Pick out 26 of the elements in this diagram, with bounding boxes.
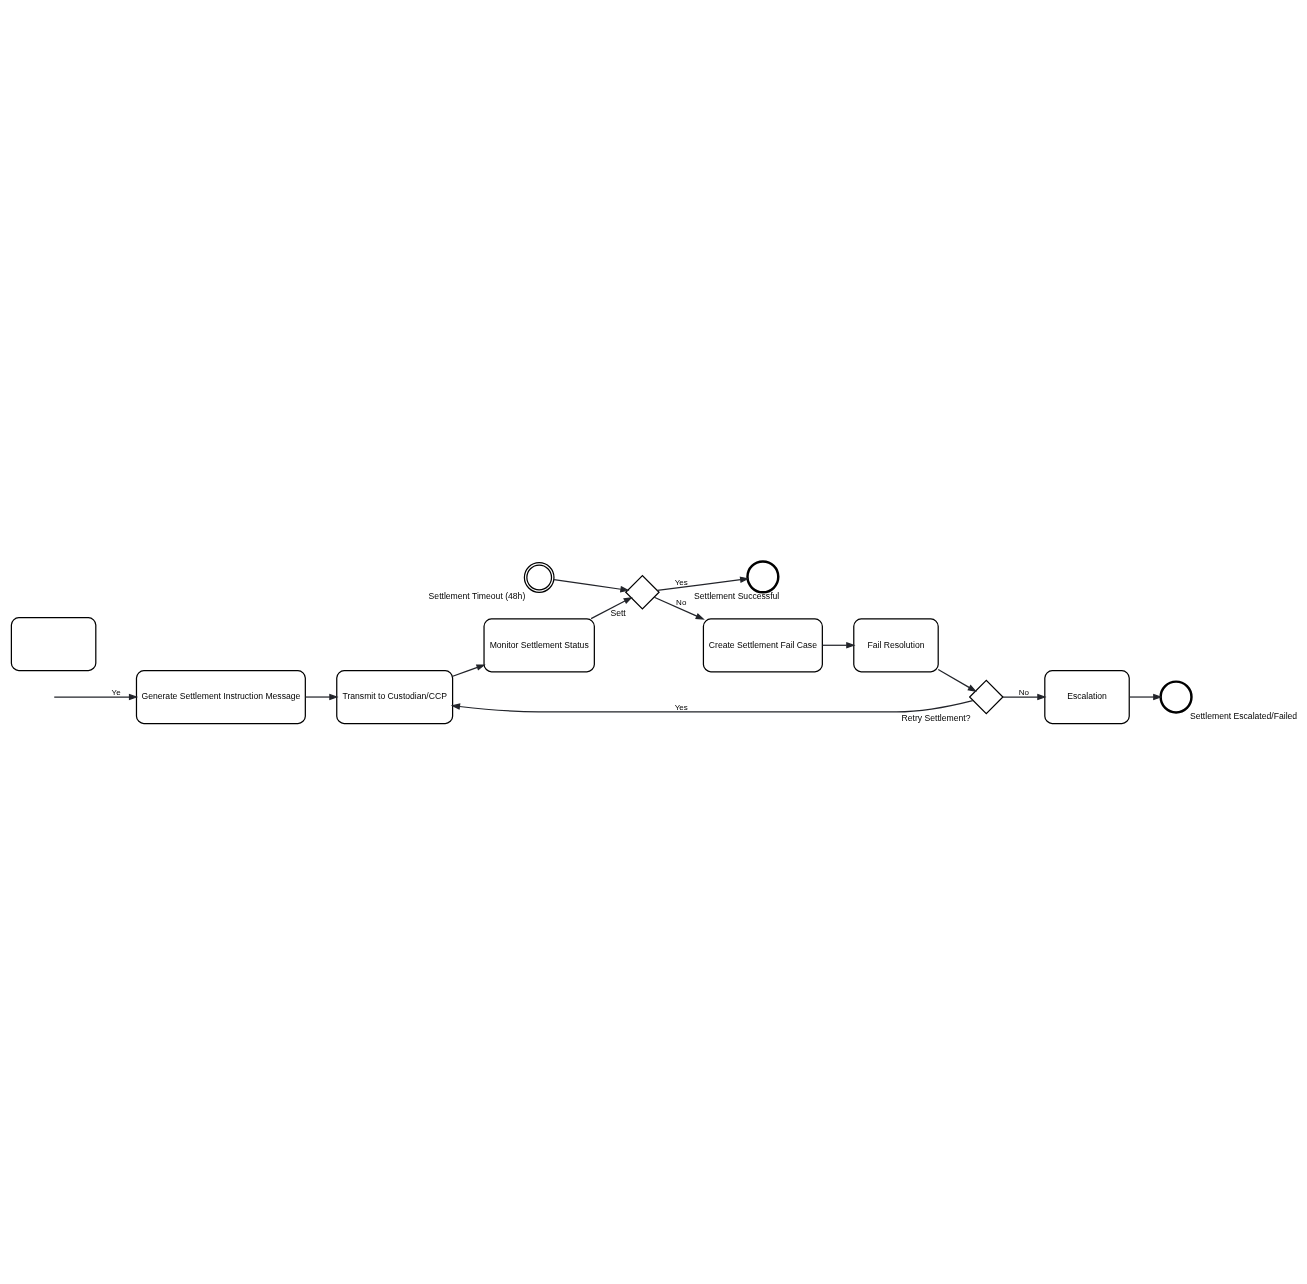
arrow xyxy=(452,663,486,677)
node-box: Fail Resolution xyxy=(853,617,939,672)
node-label: Retry Settlement? xyxy=(901,712,971,723)
node-label: Settlement Successful xyxy=(694,590,780,601)
arrow xyxy=(553,578,630,592)
arrow xyxy=(590,596,633,619)
node-label: Settlement Timeout (48h) xyxy=(428,590,526,601)
node-box: Escalation xyxy=(1044,669,1130,724)
node-label: Settlement Escalated/Failed xyxy=(1189,710,1298,721)
arrow xyxy=(937,668,977,692)
node-box: Generate Settlement Instruction Message xyxy=(135,669,306,724)
arrow xyxy=(53,693,139,700)
node-label: Sett xyxy=(610,607,626,618)
node-circle xyxy=(746,559,780,593)
arrow xyxy=(304,693,339,700)
node-box xyxy=(10,616,97,671)
node-box: Transmit to Custodian/CCP xyxy=(336,669,454,724)
node-box: Monitor Settlement Status xyxy=(483,617,595,672)
node-circle xyxy=(1159,679,1193,714)
arrow xyxy=(821,641,856,648)
arrow xyxy=(1128,693,1163,700)
arrow xyxy=(656,576,750,591)
arrow xyxy=(450,699,974,712)
arrow xyxy=(653,596,705,620)
arrow xyxy=(1002,693,1047,700)
node-box: Create Settlement Fail Case xyxy=(702,617,823,672)
